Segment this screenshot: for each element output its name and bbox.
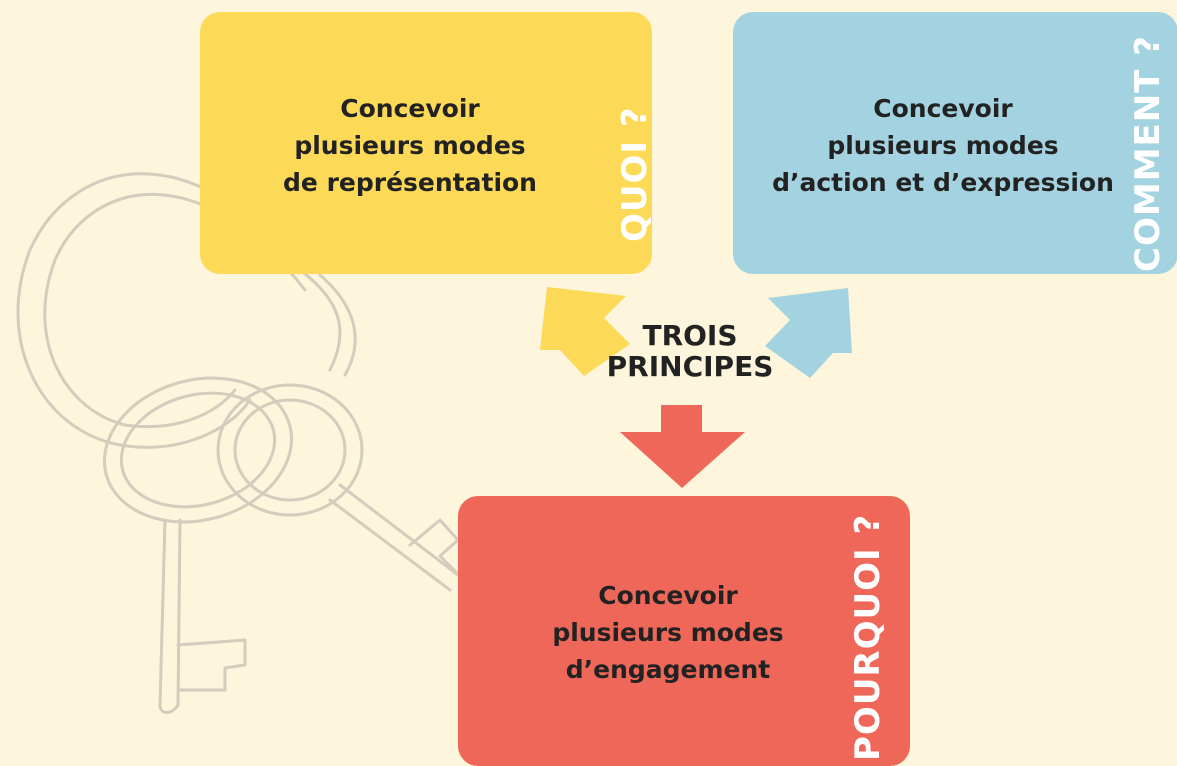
engagement-text: Concevoir plusieurs modes d’engagement [498,577,838,688]
pourquoi-label: POURQUOI ? [848,513,888,761]
center-title-line-1: TROIS [642,319,738,352]
representation-line-3: de représentation [283,168,537,197]
action-expression-box: Concevoir plusieurs modes d’action et d’… [733,12,1177,274]
action-line-1: Concevoir [873,94,1013,123]
representation-box: Concevoir plusieurs modes de représentat… [200,12,652,274]
engagement-line-1: Concevoir [598,581,738,610]
engagement-line-2: plusieurs modes [552,618,784,647]
engagement-box: Concevoir plusieurs modes d’engagement P… [458,496,910,766]
center-title: TROIS PRINCIPES [570,320,810,382]
action-line-3: d’action et d’expression [772,168,1114,197]
representation-line-2: plusieurs modes [294,131,526,160]
action-line-2: plusieurs modes [827,131,1059,160]
action-expression-text: Concevoir plusieurs modes d’action et d’… [753,90,1133,201]
comment-label: COMMENT ? [1128,35,1168,272]
representation-text: Concevoir plusieurs modes de représentat… [240,90,580,201]
representation-line-1: Concevoir [340,94,480,123]
quoi-label: QUOI ? [615,106,652,242]
center-title-line-2: PRINCIPES [606,350,774,383]
engagement-line-3: d’engagement [565,655,771,684]
